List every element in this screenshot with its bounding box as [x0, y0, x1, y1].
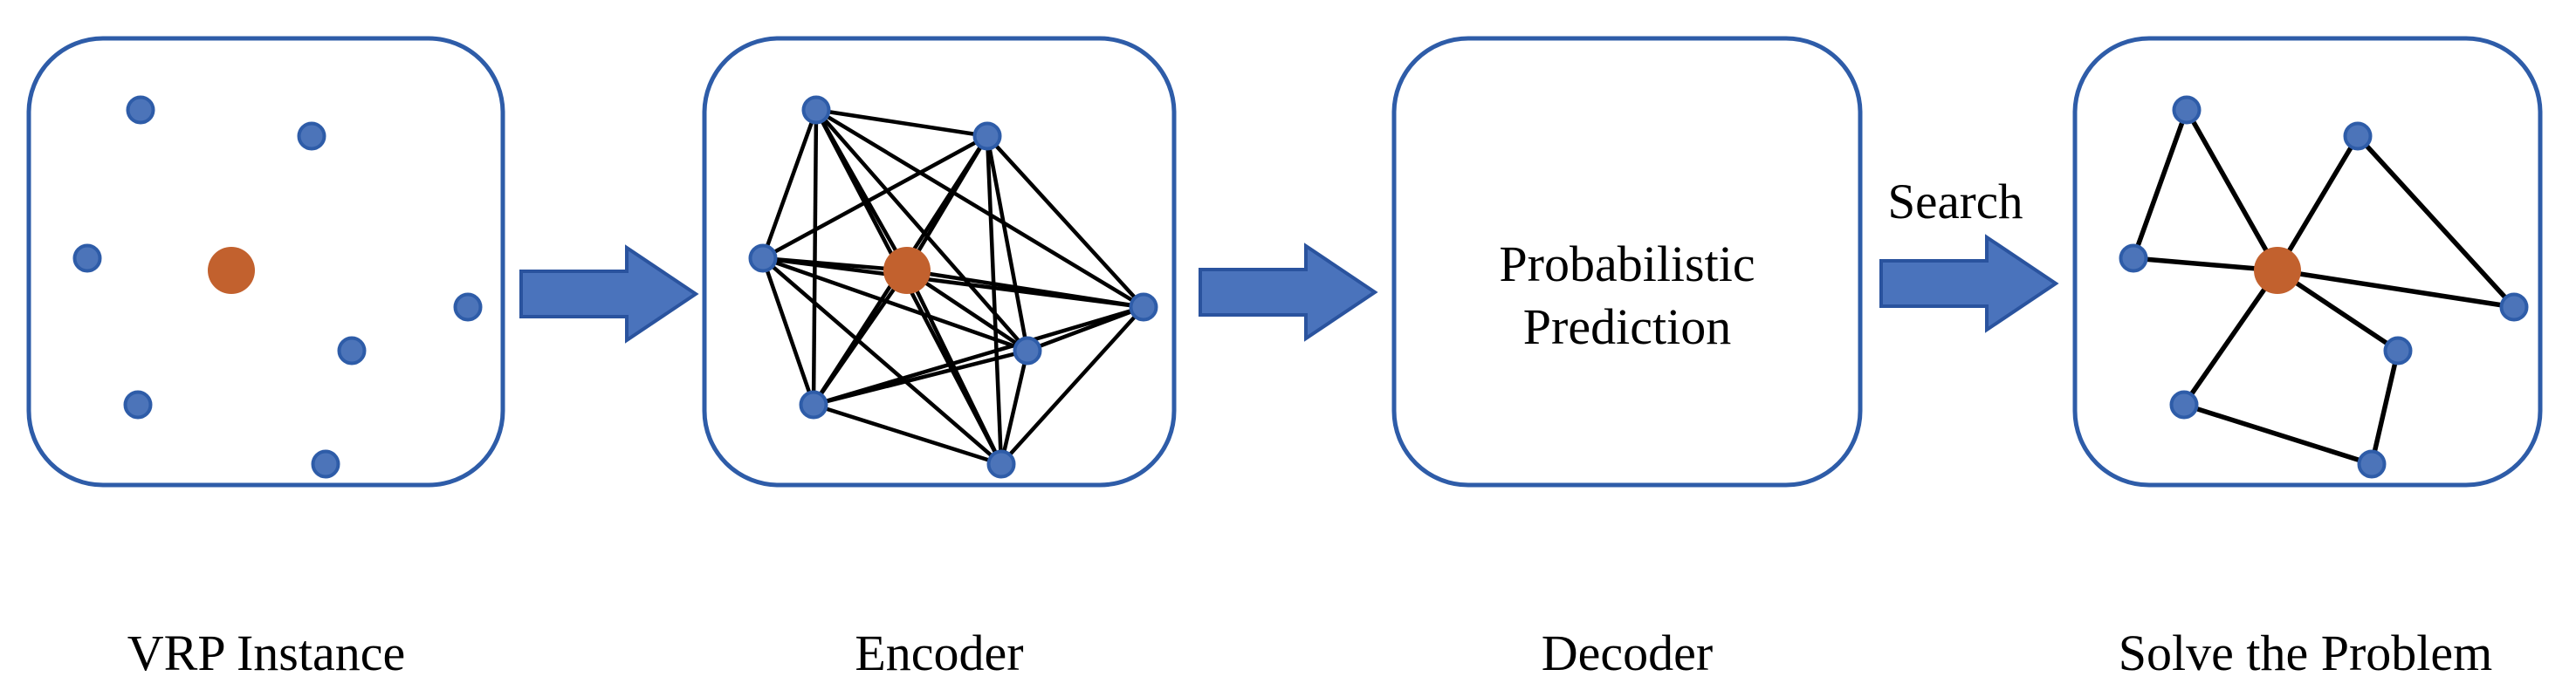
stage-solution: Solve the Problem — [2072, 36, 2543, 681]
route-edge — [2184, 108, 2280, 272]
flow-arrow-icon — [1879, 234, 2059, 333]
customer-node — [2357, 449, 2387, 479]
customer-node — [2119, 243, 2148, 273]
solution-label: Solve the Problem — [2119, 625, 2493, 681]
route-edge — [2355, 134, 2517, 309]
solution-graph — [2119, 95, 2529, 479]
stage-vrp-instance: VRP Instance — [26, 36, 505, 681]
graph-edge — [813, 402, 1002, 467]
customer-node — [337, 336, 367, 365]
customer-node — [2499, 292, 2529, 322]
customer-node — [453, 292, 483, 322]
flow-arrow-icon — [519, 244, 699, 344]
arrow-encoder-to-decoder — [1199, 243, 1378, 342]
customer-node — [123, 390, 153, 420]
search-arrow — [1879, 234, 2059, 333]
encoder-graph — [748, 95, 1158, 479]
route-edge — [2133, 256, 2278, 273]
vrp-instance-box — [26, 36, 505, 488]
stage-encoder: Encoder — [702, 36, 1177, 681]
customer-node — [801, 95, 831, 125]
encoder-box — [702, 36, 1177, 488]
route-edge — [2369, 350, 2401, 465]
decoder-box — [1391, 36, 1863, 488]
customer-node — [1129, 292, 1158, 322]
graph-edge — [905, 269, 1029, 352]
decoder-text-line2: Prediction — [1523, 298, 1731, 355]
decoder-text-line1: Probabilistic — [1499, 236, 1755, 292]
customer-node — [986, 449, 1016, 479]
graph-edge — [813, 348, 1028, 407]
customer-node — [297, 121, 326, 151]
customer-node — [126, 95, 155, 125]
encoder-label: Encoder — [855, 625, 1023, 681]
search-arrow-label: Search — [1887, 174, 2023, 229]
decoder-label: Decoder — [1542, 625, 1713, 681]
graph-edge — [814, 108, 1145, 309]
graph-edge — [812, 269, 909, 406]
graph-edge — [760, 257, 816, 406]
graph-edge — [813, 304, 1144, 407]
graph-edge — [986, 134, 1145, 309]
vrp-instance-label: VRP Instance — [127, 625, 405, 681]
graph-edge — [814, 108, 1029, 352]
graph-edge — [985, 135, 1030, 352]
customer-node — [799, 390, 828, 420]
route-edge — [2277, 268, 2515, 310]
graph-edge — [906, 268, 1144, 310]
route-edge — [2181, 269, 2280, 406]
customer-node — [1013, 336, 1042, 365]
graph-edge — [761, 134, 989, 260]
vrp-instance-points — [72, 95, 483, 479]
graph-edge — [999, 305, 1145, 466]
depot-node — [208, 247, 255, 294]
customer-node — [2169, 390, 2199, 420]
depot-node — [883, 247, 931, 294]
customer-node — [972, 121, 1002, 151]
graph-edge — [999, 350, 1030, 465]
stage-decoder: Probabilistic Prediction Decoder — [1391, 36, 1863, 681]
solution-box — [2072, 36, 2543, 488]
route-edge — [2183, 402, 2373, 467]
customer-node — [72, 243, 102, 273]
graph-edge — [761, 256, 1003, 466]
graph-edge — [811, 109, 819, 406]
depot-node — [2254, 247, 2301, 294]
flow-arrow-icon — [1199, 243, 1378, 342]
customer-node — [311, 449, 340, 479]
customer-node — [2172, 95, 2202, 125]
customer-node — [748, 243, 778, 273]
route-edge — [2131, 109, 2189, 259]
route-edge — [2275, 134, 2360, 272]
route-edge — [2276, 268, 2400, 353]
customer-node — [2383, 336, 2413, 365]
graph-edge — [762, 256, 1028, 353]
graph-edge — [985, 135, 1004, 465]
customer-node — [2343, 121, 2373, 151]
graph-edge — [760, 109, 819, 259]
arrow-decoder-to-solution: Search — [1879, 174, 2059, 333]
graph-edge — [815, 107, 988, 139]
arrow-instance-to-encoder — [519, 244, 699, 344]
